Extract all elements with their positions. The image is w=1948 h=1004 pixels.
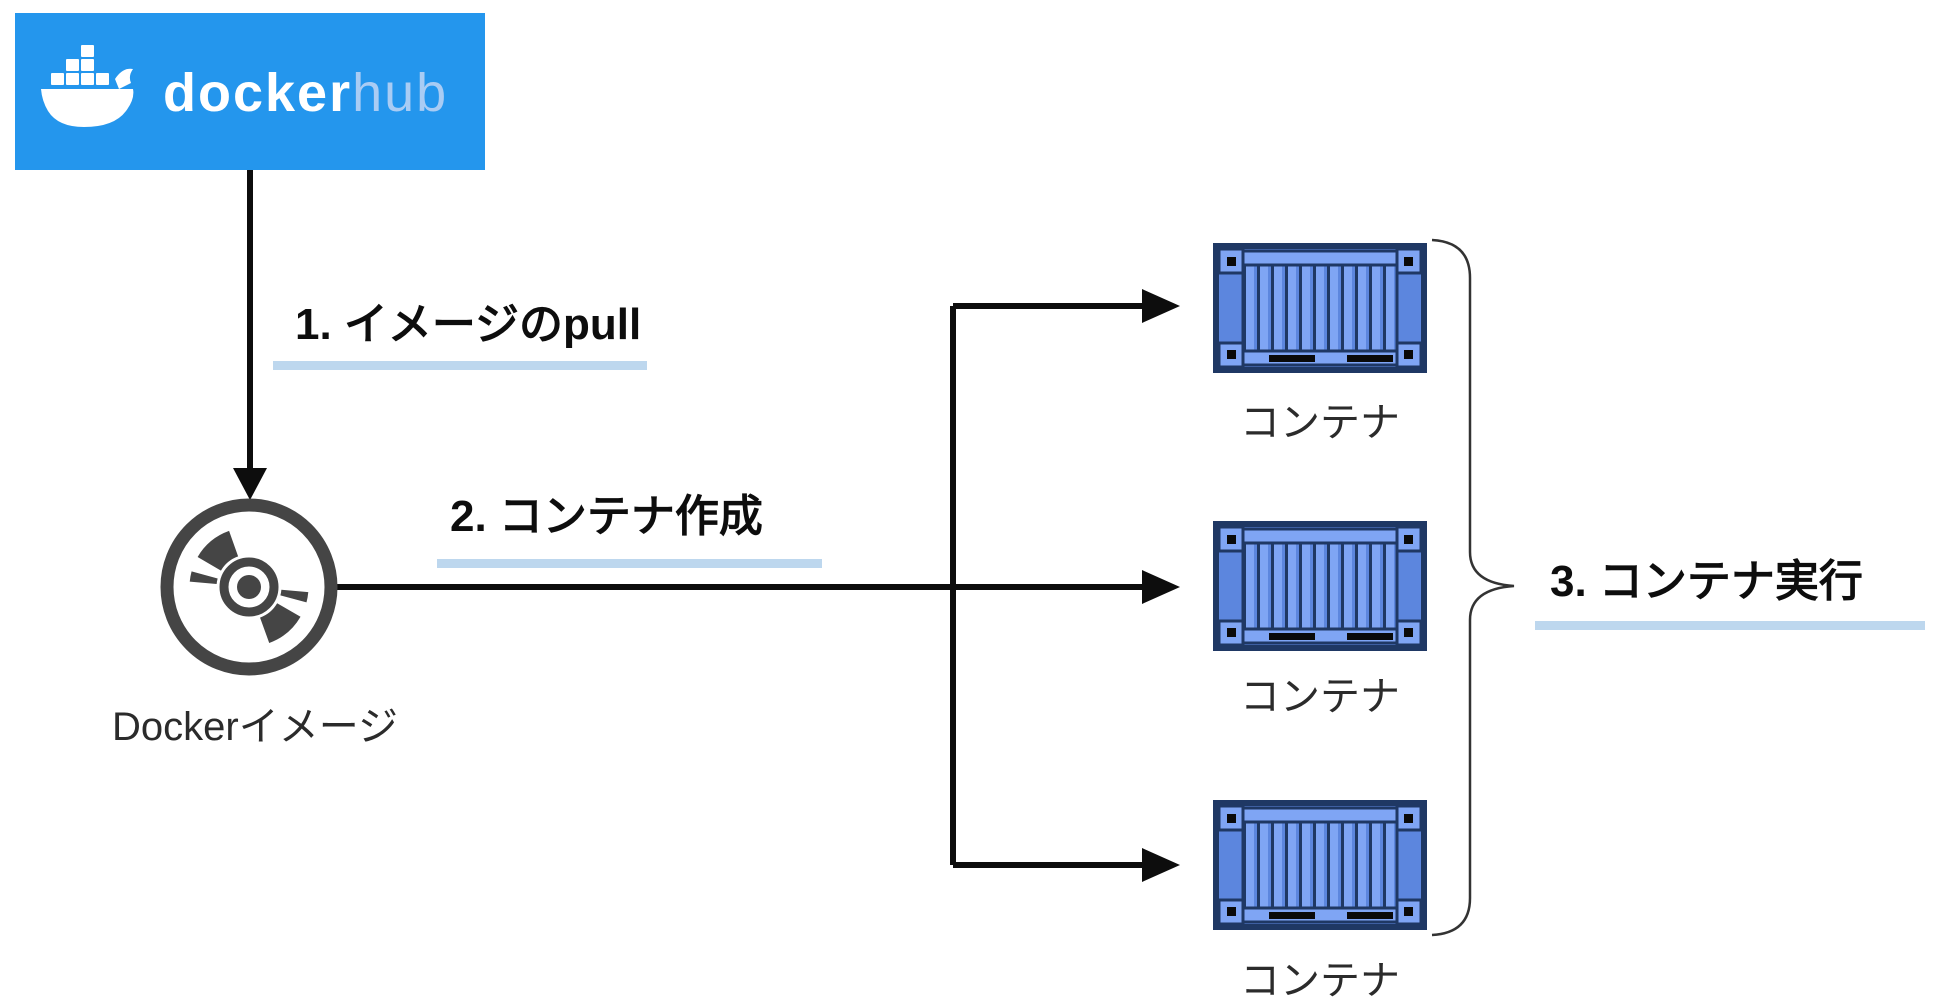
container-icon (1216, 803, 1424, 927)
step1-label: 1. イメージのpull (295, 300, 642, 349)
dockerhub-logo: dockerhub (15, 13, 485, 170)
container-icon (1216, 246, 1424, 370)
hub-text: hub (352, 63, 449, 123)
docker-image-disc-icon (160, 498, 338, 676)
step3-underline (1535, 621, 1925, 630)
container-label: コンテナ (1240, 401, 1400, 445)
step2-label: 2. コンテナ作成 (450, 492, 763, 541)
pull-arrow (233, 170, 267, 500)
dockerhub-wordmark: dockerhub (163, 53, 448, 133)
docker-text: docker (163, 63, 353, 123)
brace-icon (1431, 238, 1515, 937)
container-label: コンテナ (1240, 675, 1400, 719)
step3-label: 3. コンテナ実行 (1550, 557, 1863, 606)
step1-underline (273, 361, 647, 370)
container-icon (1216, 524, 1424, 648)
docker-image-label: Dockerイメージ (112, 705, 398, 749)
container-label: コンテナ (1240, 959, 1400, 1003)
create-arrows (336, 289, 1180, 882)
step2-underline (437, 559, 822, 568)
docker-whale-icon (41, 45, 134, 127)
